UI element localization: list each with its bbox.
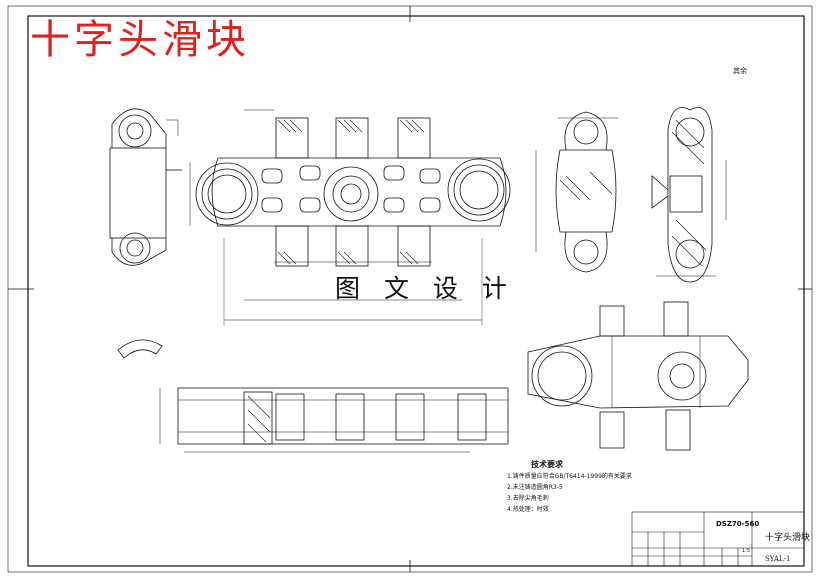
inner-frame (27, 15, 805, 567)
title-block-scale: 1:5 (742, 548, 751, 554)
side-section-view (535, 111, 618, 273)
requirement-item: 2.未注铸造圆角R3-5 (507, 484, 563, 491)
requirement-item: 1.铸件质量应符合GB/T6414-1999的有关要求 (507, 473, 632, 480)
end-view-left (109, 108, 182, 266)
surface-finish-note: 其余 (733, 67, 747, 75)
technical-requirements-title: 技术要求 (531, 460, 563, 469)
drawing-headline: 十字头滑块 (30, 17, 250, 63)
title-block-drawing-number: SYAL-1 (765, 555, 791, 563)
title-block-grid (631, 511, 805, 567)
isometric-view (527, 301, 749, 451)
main-plan-view (189, 109, 511, 326)
hatching (247, 119, 707, 443)
requirement-item: 3.去除尖角毛刺 (507, 495, 549, 502)
technical-requirements: 技术要求 1.铸件质量应符合GB/T6414-1999的有关要求 2.未注铸造圆… (497, 459, 632, 515)
detail-view (117, 339, 163, 359)
watermark-text: 图 文 设 计 (335, 274, 515, 303)
diamond-end-view (651, 107, 727, 283)
requirement-item: 4.热处理：时效 (507, 506, 549, 513)
title-block-drawing-code: DSZ70-560 (716, 520, 760, 528)
title-block-part-name: 十字头滑块 (765, 533, 811, 543)
bottom-elevation-view (159, 387, 509, 453)
